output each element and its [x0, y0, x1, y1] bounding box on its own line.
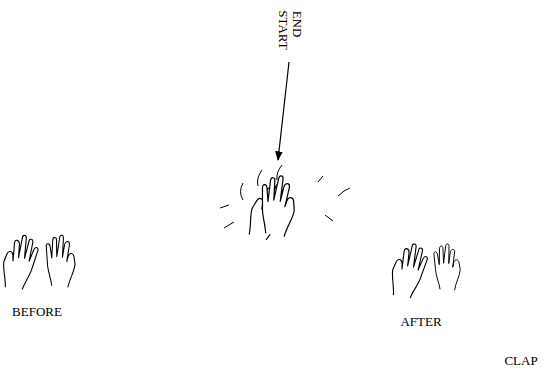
leader-arrow [278, 62, 289, 160]
rotated-label: END [291, 11, 304, 38]
caption-label: AFTER [400, 315, 441, 328]
caption-label: CLAP [504, 354, 537, 367]
caption-label: BEFORE [12, 305, 62, 318]
hands-before [0, 233, 78, 291]
hands-after [388, 241, 461, 300]
rotated-label: START [277, 10, 290, 49]
hands-clap [220, 165, 350, 243]
